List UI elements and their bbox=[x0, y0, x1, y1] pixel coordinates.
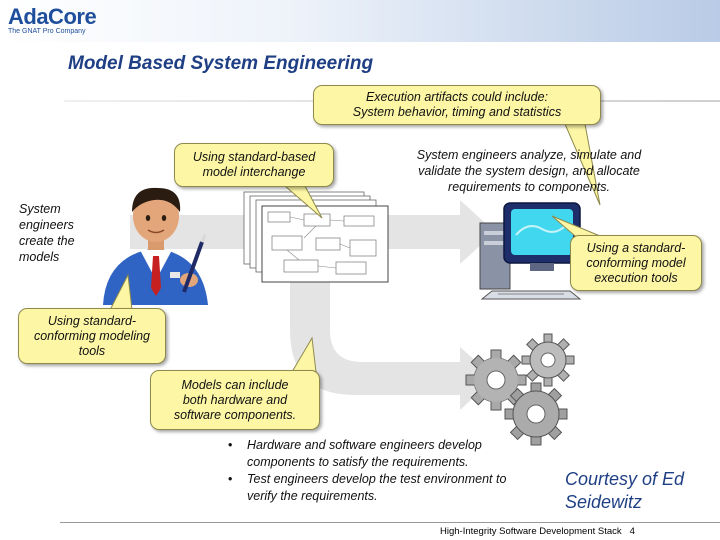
pointer-hw-sw bbox=[291, 336, 317, 373]
callout-execution-tools-line-1: Using a standard- bbox=[586, 240, 686, 255]
engineers-analyze-line-3: requirements to components. bbox=[448, 180, 610, 194]
header-band bbox=[0, 0, 720, 42]
callout-model-interchange-line-1: Using standard-based bbox=[192, 150, 316, 164]
pointer-modeling-tools bbox=[109, 273, 133, 311]
bullet-item: Test engineers develop the test environm… bbox=[226, 471, 516, 505]
gears-icon bbox=[465, 333, 575, 446]
callout-modeling-tools-line-2: conforming modeling bbox=[33, 328, 151, 343]
pointer-execution-tools bbox=[551, 215, 601, 237]
footer: High-Integrity Software Development Stac… bbox=[440, 526, 635, 537]
bullet-list: Hardware and software engineers develop … bbox=[226, 437, 516, 505]
gear-bottom bbox=[504, 382, 568, 446]
callout-execution-artifacts: Execution artifacts could include: Syste… bbox=[313, 85, 601, 125]
callout-hw-sw-line-3: software components. bbox=[173, 407, 297, 422]
callout-model-interchange: Using standard-based model interchange bbox=[174, 143, 334, 187]
engineers-create-line-2: engineers bbox=[19, 218, 74, 232]
callout-modeling-tools-line-3: tools bbox=[78, 343, 106, 358]
callout-hw-sw-line-2: both hardware and bbox=[182, 392, 288, 407]
callout-hw-sw-components: Models can include both hardware and sof… bbox=[150, 370, 320, 430]
callout-execution-tools: Using a standard- conforming model execu… bbox=[570, 235, 702, 291]
engineers-create-line-1: System bbox=[19, 202, 61, 216]
courtesy-text: Courtesy of Ed Seidewitz bbox=[565, 469, 685, 512]
engineers-analyze-text: System engineers analyze, simulate and v… bbox=[398, 147, 660, 195]
bottom-flow-arrow bbox=[290, 260, 495, 410]
bullet-item: Hardware and software engineers develop … bbox=[226, 437, 516, 471]
logo-subtext: The GNAT Pro Company bbox=[8, 28, 86, 35]
slide-title: Model Based System Engineering bbox=[68, 53, 374, 74]
callout-execution-artifacts-line-2: System behavior, timing and statistics bbox=[352, 105, 562, 119]
callout-modeling-tools: Using standard- conforming modeling tool… bbox=[18, 308, 166, 364]
engineers-create-line-3: create the bbox=[19, 234, 75, 248]
engineers-create-text: System engineers create the models bbox=[19, 201, 75, 265]
gear-top bbox=[521, 333, 575, 387]
callout-modeling-tools-line-1: Using standard- bbox=[47, 313, 137, 328]
diagram-stack bbox=[243, 191, 389, 283]
engineers-analyze-line-1: System engineers analyze, simulate and bbox=[416, 148, 642, 162]
callout-execution-tools-line-3: execution tools bbox=[594, 270, 678, 285]
callout-model-interchange-line-2: model interchange bbox=[202, 165, 306, 179]
model-diagram-icon bbox=[243, 191, 389, 283]
engineers-create-line-4: models bbox=[19, 250, 60, 264]
pointer-model-interchange bbox=[283, 185, 323, 219]
footer-text: High-Integrity Software Development Stac… bbox=[440, 526, 622, 537]
callout-execution-artifacts-line-1: Execution artifacts could include: bbox=[365, 90, 549, 104]
logo-text: AdaCore bbox=[8, 4, 97, 29]
engineers-analyze-line-2: validate the system design, and allocate bbox=[418, 164, 640, 178]
adacore-logo: AdaCore The GNAT Pro Company bbox=[8, 4, 97, 35]
footer-rule bbox=[60, 522, 720, 523]
callout-hw-sw-line-1: Models can include bbox=[181, 377, 289, 392]
page-number: 4 bbox=[629, 526, 635, 537]
gear-large bbox=[465, 349, 527, 411]
callout-execution-tools-line-2: conforming model bbox=[586, 255, 686, 270]
